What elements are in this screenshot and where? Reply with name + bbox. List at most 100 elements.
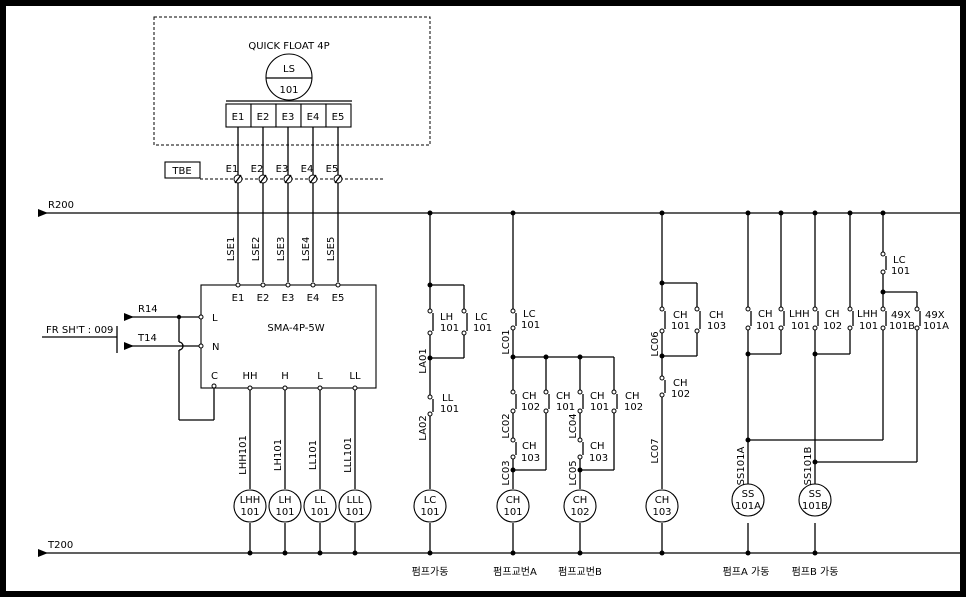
contact-lc101b-top: LC bbox=[523, 309, 536, 320]
tbe-e3: E3 bbox=[276, 164, 289, 175]
contact-ch101b-top: CH bbox=[590, 391, 605, 402]
contact-ll101-bottom: 101 bbox=[440, 404, 459, 415]
contact-ch103b-top: CH bbox=[590, 441, 605, 452]
sma-controller bbox=[200, 284, 377, 389]
contact-ch103c-top: CH bbox=[709, 310, 724, 321]
contact-lhh101b-top: LHH bbox=[857, 309, 878, 320]
lamp-ch102: CH 102 bbox=[563, 489, 597, 523]
wire-lse2: LSE2 bbox=[251, 237, 262, 262]
lamp-lll-bottom: 101 bbox=[345, 507, 364, 518]
lamp-ss101a-bottom: 101A bbox=[735, 501, 761, 512]
contact-ch103c-bottom: 103 bbox=[707, 321, 726, 332]
contact-ch103a-top: CH bbox=[522, 441, 537, 452]
wire-la02: LA02 bbox=[418, 415, 429, 440]
ls-label: LS bbox=[283, 64, 295, 75]
sma-pin-e5: E5 bbox=[332, 293, 345, 304]
contact-ch102d-top: CH bbox=[825, 309, 840, 320]
wire-lc06: LC06 bbox=[650, 331, 661, 356]
wire-ss101b: SS101B bbox=[803, 447, 814, 486]
lamp-lhh-bottom: 101 bbox=[240, 507, 259, 518]
sma-pin-e4: E4 bbox=[307, 293, 320, 304]
contact-ch102b-top: CH bbox=[625, 391, 640, 402]
contact-lhh101a-top: LHH bbox=[789, 309, 810, 320]
lamp-ch103-bottom: 103 bbox=[652, 507, 671, 518]
contact-ch102c-bottom: 102 bbox=[671, 389, 690, 400]
lamp-ch103-top: CH bbox=[655, 495, 670, 506]
contact-ch101d-top: CH bbox=[758, 309, 773, 320]
contact-ch101a-top: CH bbox=[556, 391, 571, 402]
lamp-ch102-top: CH bbox=[573, 495, 588, 506]
tbe-e1: E1 bbox=[226, 164, 239, 175]
tbe-e4: E4 bbox=[301, 164, 314, 175]
sma-pin-e3: E3 bbox=[282, 293, 295, 304]
level-outputs bbox=[247, 390, 358, 556]
tbe-e5: E5 bbox=[326, 164, 339, 175]
lamp-ll101: LL 101 bbox=[303, 489, 337, 523]
sma-pin-l: L bbox=[212, 313, 218, 324]
lamp-ll-bottom: 101 bbox=[310, 507, 329, 518]
contact-ll101-top: LL bbox=[442, 393, 454, 404]
lamp-ss101b-bottom: 101B bbox=[802, 501, 828, 512]
fr-sheet-label: FR SH'T : 009 bbox=[46, 325, 113, 336]
lamp-ch101-top: CH bbox=[506, 495, 521, 506]
contact-ch101c-bottom: 101 bbox=[671, 321, 690, 332]
lamp-lc-top: LC bbox=[424, 495, 437, 506]
float-terminal-e4: E4 bbox=[307, 112, 320, 123]
lamp-ll-top: LL bbox=[314, 495, 326, 506]
lamp-lh-bottom: 101 bbox=[275, 507, 294, 518]
contact-ch102b-bottom: 102 bbox=[624, 402, 643, 413]
lamp-lll101: LLL 101 bbox=[338, 489, 372, 523]
label-alternation-b: 펌프교번B bbox=[558, 566, 602, 578]
contact-49x101a-bottom: 101A bbox=[923, 321, 949, 332]
sma-pin-n: N bbox=[212, 342, 219, 353]
rung-pump-select bbox=[745, 210, 921, 556]
contact-lc101b-bottom: 101 bbox=[521, 320, 540, 331]
lamp-lc101: LC 101 bbox=[413, 489, 447, 523]
wire-lc04: LC04 bbox=[568, 413, 579, 438]
lamp-lc-bottom: 101 bbox=[420, 507, 439, 518]
r14-label: R14 bbox=[138, 304, 158, 315]
contact-ch103a-bottom: 103 bbox=[521, 453, 540, 464]
wire-lse5: LSE5 bbox=[326, 237, 337, 262]
lamp-lhh101: LHH 101 bbox=[233, 489, 267, 523]
lse-wires bbox=[233, 127, 343, 282]
sma-pin-e2: E2 bbox=[257, 293, 270, 304]
wire-lc03: LC03 bbox=[501, 460, 512, 485]
contact-ch101a-bottom: 101 bbox=[556, 402, 575, 413]
wire-lhh101: LHH101 bbox=[238, 435, 249, 475]
bus-r200-label: R200 bbox=[48, 200, 74, 211]
contact-49x101a-top: 49X bbox=[925, 310, 945, 321]
contact-ch102c-top: CH bbox=[673, 378, 688, 389]
float-terminal-e2: E2 bbox=[257, 112, 270, 123]
wire-lse3: LSE3 bbox=[276, 237, 287, 262]
contact-lc101-top: LC bbox=[475, 312, 488, 323]
tbe-label: TBE bbox=[171, 166, 191, 177]
lamp-ss101a-top: SS bbox=[742, 489, 755, 500]
lamp-ss101a: SS 101A bbox=[731, 483, 765, 517]
contact-ch103b-bottom: 103 bbox=[589, 453, 608, 464]
wire-lse1: LSE1 bbox=[226, 237, 237, 262]
sma-pin-lo: L bbox=[317, 371, 323, 382]
contact-ch101c-top: CH bbox=[673, 310, 688, 321]
contact-lc101-bottom: 101 bbox=[473, 323, 492, 334]
float-terminal-e3: E3 bbox=[282, 112, 295, 123]
wire-lse4: LSE4 bbox=[301, 237, 312, 262]
contact-ch102a-bottom: 102 bbox=[521, 402, 540, 413]
lamp-ss101b-top: SS bbox=[809, 489, 822, 500]
lamp-ch102-bottom: 102 bbox=[570, 507, 589, 518]
contact-lhh101b-bottom: 101 bbox=[859, 321, 878, 332]
contact-lh101-top: LH bbox=[440, 312, 453, 323]
tbe-box bbox=[164, 161, 201, 179]
rung-pump-run bbox=[427, 210, 468, 556]
lamp-lhh-top: LHH bbox=[240, 495, 261, 506]
wire-lc01: LC01 bbox=[501, 329, 512, 354]
contact-ch101b-bottom: 101 bbox=[590, 402, 609, 413]
contact-ch102a-top: CH bbox=[522, 391, 537, 402]
sma-pin-hh: HH bbox=[242, 371, 257, 382]
quick-float-title: QUICK FLOAT 4P bbox=[248, 41, 329, 52]
contact-lc101c-bottom: 101 bbox=[891, 266, 910, 277]
wire-lh101: LH101 bbox=[273, 439, 284, 471]
label-pump-b-run: 펌프B 가동 bbox=[792, 566, 839, 578]
quick-float-frame bbox=[153, 16, 431, 146]
